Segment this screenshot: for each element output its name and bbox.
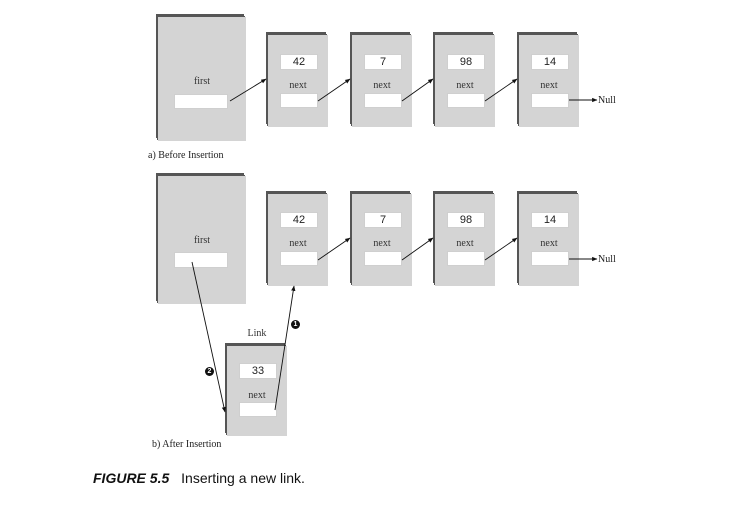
new-link-value: 33 bbox=[239, 363, 277, 379]
arrow-node2-to-node3-after bbox=[401, 237, 434, 261]
node-box-after-2 bbox=[352, 194, 412, 286]
new-link-title: Link bbox=[247, 328, 267, 339]
arrow-node3-to-node4-before bbox=[484, 78, 518, 102]
caption-before: a) Before Insertion bbox=[148, 150, 224, 161]
node-next-label-before-4: next bbox=[540, 80, 558, 91]
arrow-node1-to-node2-after bbox=[317, 237, 351, 261]
node-next-label-after-4: next bbox=[540, 238, 558, 249]
node-value-before-2: 7 bbox=[364, 54, 402, 70]
figure-title: Inserting a new link. bbox=[181, 470, 305, 486]
node-box-after-4 bbox=[519, 194, 579, 286]
node-box-before-3 bbox=[435, 35, 495, 127]
node-next-label-before-3: next bbox=[456, 80, 474, 91]
first-pointer-field-after bbox=[174, 252, 228, 268]
new-link-box bbox=[227, 346, 287, 436]
new-link-next-field bbox=[239, 402, 277, 417]
node-next-field-before-3 bbox=[447, 93, 485, 108]
node-next-label-before-2: next bbox=[373, 80, 391, 91]
node-next-field-before-1 bbox=[280, 93, 318, 108]
arrow-first-to-node1-before bbox=[229, 78, 267, 102]
figure-number: FIGURE 5.5 bbox=[93, 470, 170, 486]
step-marker-2: 2 bbox=[205, 367, 214, 376]
node-next-field-after-1 bbox=[280, 251, 318, 266]
first-label-after: first bbox=[193, 235, 211, 246]
new-link-next-label: next bbox=[248, 390, 266, 401]
node-next-field-after-4 bbox=[531, 251, 569, 266]
first-pointer-field-before bbox=[174, 94, 228, 109]
node-next-label-after-2: next bbox=[373, 238, 391, 249]
figure-caption: FIGURE 5.5 Inserting a new link. bbox=[93, 470, 305, 486]
step-marker-1: 1 bbox=[291, 320, 300, 329]
node-box-after-1 bbox=[268, 194, 328, 286]
null-label-after: Null bbox=[598, 254, 616, 265]
node-box-before-2 bbox=[352, 35, 412, 127]
node-box-before-1 bbox=[268, 35, 328, 127]
node-next-field-before-2 bbox=[364, 93, 402, 108]
node-next-field-before-4 bbox=[531, 93, 569, 108]
first-label-before: first bbox=[193, 76, 211, 87]
node-value-after-2: 7 bbox=[364, 212, 402, 228]
null-label-before: Null bbox=[598, 95, 616, 106]
node-next-label-after-3: next bbox=[456, 238, 474, 249]
node-next-field-after-2 bbox=[364, 251, 402, 266]
node-value-before-4: 14 bbox=[531, 54, 569, 70]
node-value-after-1: 42 bbox=[280, 212, 318, 228]
node-value-after-3: 98 bbox=[447, 212, 485, 228]
arrow-newlink-to-node1 bbox=[274, 285, 296, 411]
caption-after: b) After Insertion bbox=[152, 439, 222, 450]
node-next-label-before-1: next bbox=[289, 80, 307, 91]
node-value-before-1: 42 bbox=[280, 54, 318, 70]
node-next-label-after-1: next bbox=[289, 238, 307, 249]
arrow-node1-to-node2-before bbox=[317, 78, 351, 102]
node-value-after-4: 14 bbox=[531, 212, 569, 228]
arrow-node3-to-node4-after bbox=[484, 237, 518, 261]
node-box-before-4 bbox=[519, 35, 579, 127]
arrow-first-to-newlink bbox=[191, 261, 227, 413]
node-next-field-after-3 bbox=[447, 251, 485, 266]
first-box-before bbox=[158, 17, 246, 141]
first-box-after bbox=[158, 176, 246, 304]
arrow-node2-to-node3-before bbox=[401, 78, 434, 102]
node-box-after-3 bbox=[435, 194, 495, 286]
node-value-before-3: 98 bbox=[447, 54, 485, 70]
